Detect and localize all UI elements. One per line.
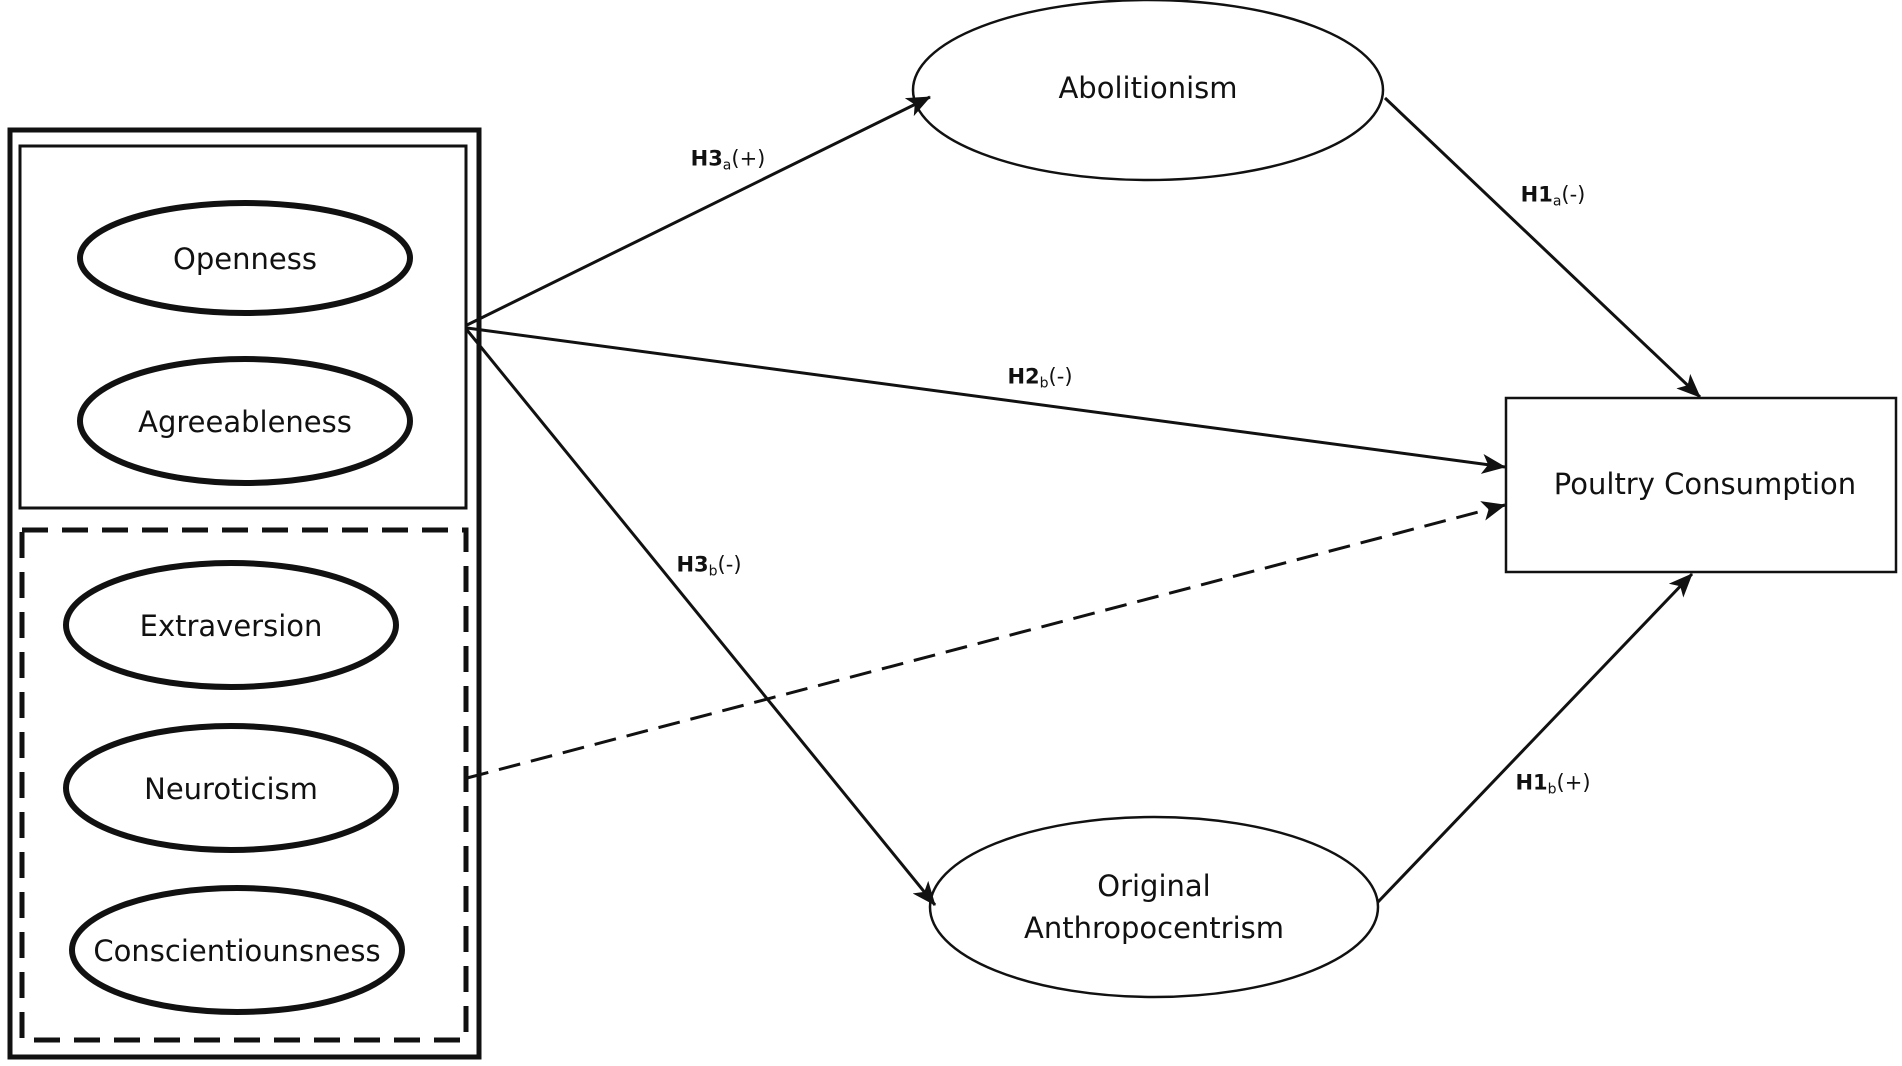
arrow-h1a <box>1383 96 1702 399</box>
other-traits-group-box <box>19 527 469 1043</box>
hypothesis-h1b-label: H1b(+) <box>1515 770 1591 798</box>
openness-label: Openness <box>173 242 317 276</box>
poultry-consumption-box <box>1504 396 1898 574</box>
poultry-consumption-label: Poultry Consumption <box>1553 467 1857 501</box>
hypothesis-h2b-label: H2b(-) <box>1007 364 1073 392</box>
arrow-h2b <box>466 326 1506 474</box>
arrow-h3a <box>466 95 931 327</box>
abolitionism-label: Abolitionism <box>1058 71 1238 105</box>
positive-traits-group-box <box>18 144 468 510</box>
arrow-h1b <box>1376 572 1694 904</box>
arrow-dashed-other-traits <box>466 501 1506 780</box>
hypothesis-h3b-label: H3b(-) <box>676 552 742 580</box>
original-anthropocentrism-line1: Original <box>1097 869 1211 903</box>
agreeableness-ellipse <box>77 356 413 486</box>
agreeableness-label: Agreeableness <box>138 405 352 439</box>
neuroticism-label: Neuroticism <box>144 772 318 806</box>
personality-outer-box <box>7 127 482 1060</box>
hypothesis-h1a-label: H1a(-) <box>1520 182 1586 210</box>
hypothesis-h3a-label: H3a(+) <box>690 146 766 174</box>
original-anthropocentrism-line2: Anthropocentrism <box>1023 911 1285 945</box>
arrow-h3b <box>465 329 937 906</box>
original-anthropocentrism-ellipse <box>928 815 1380 999</box>
neuroticism-ellipse <box>63 723 399 853</box>
conscientiousness-label: Conscientiounsness <box>93 934 381 968</box>
openness-ellipse <box>77 200 413 316</box>
abolitionism-ellipse <box>911 0 1385 182</box>
extraversion-label: Extraversion <box>139 609 323 643</box>
extraversion-ellipse <box>63 560 399 690</box>
original-anthropocentrism-label: Original Anthropocentrism <box>1024 865 1284 949</box>
conscientiousness-ellipse <box>69 885 405 1015</box>
